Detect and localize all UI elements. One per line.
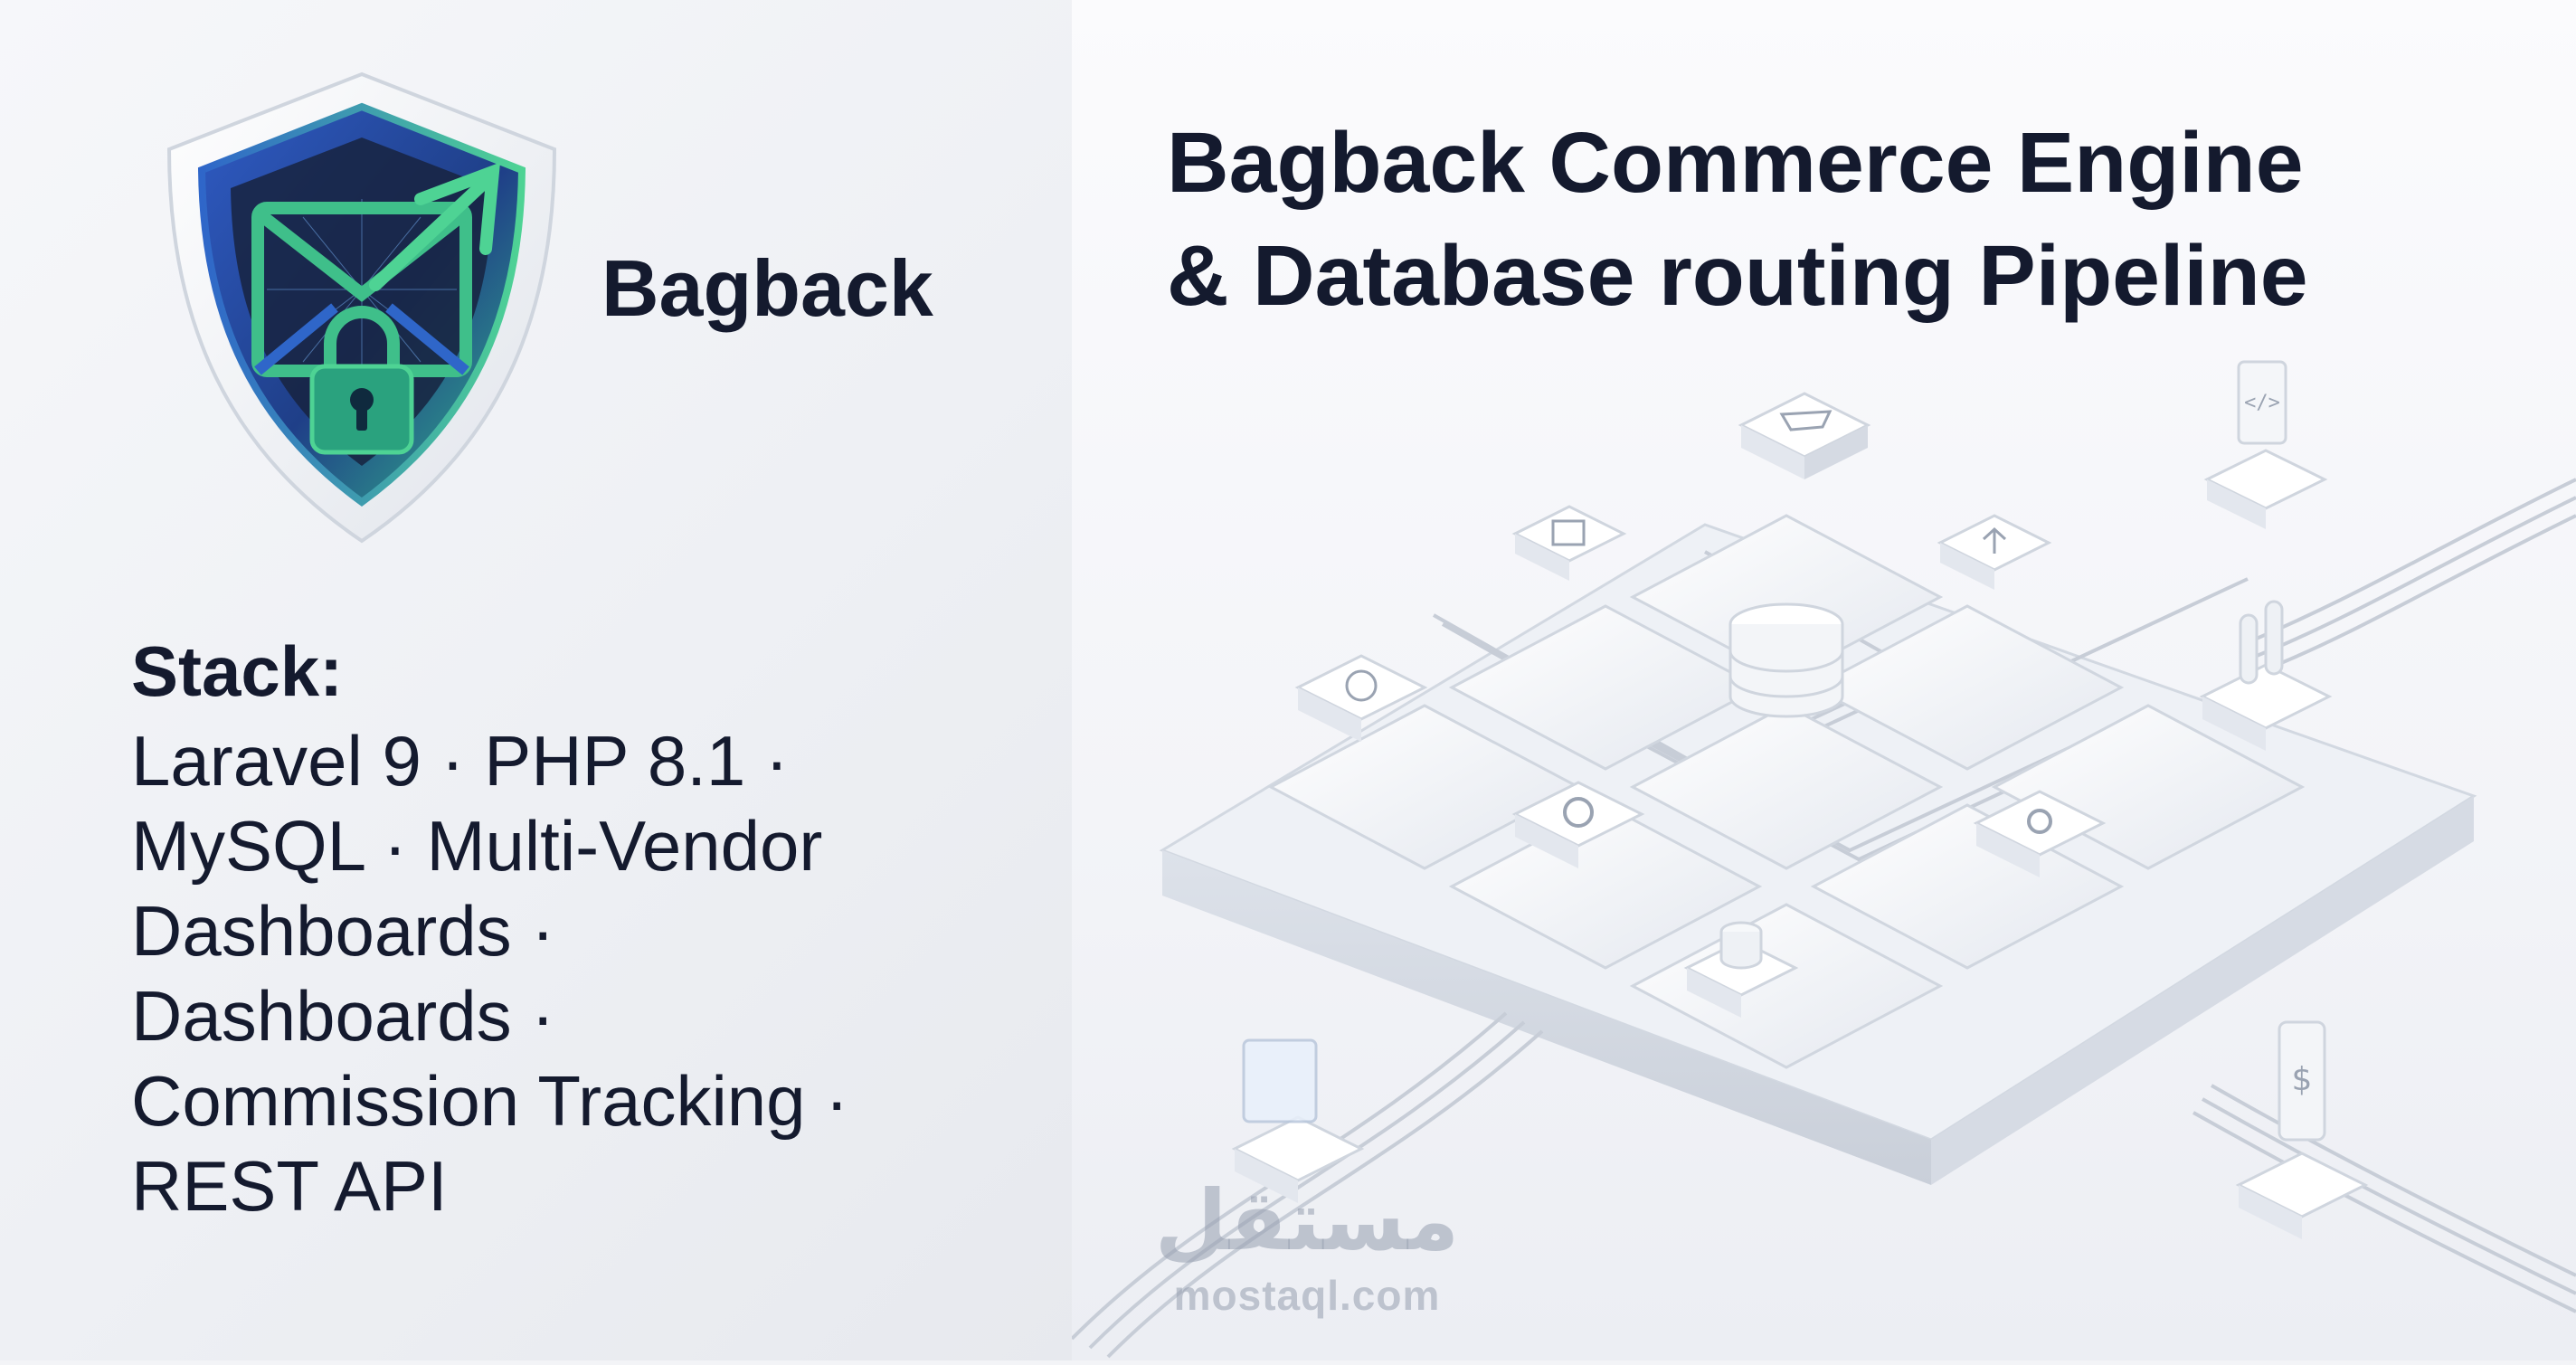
cylinder-icon	[2199, 600, 2333, 751]
stack-label: Stack:	[131, 631, 344, 711]
isometric-pipeline-illustration: </>	[1070, 344, 2576, 1360]
stack-line: Dashboards ·	[131, 976, 555, 1056]
upload-icon	[1937, 514, 2052, 590]
monitor-icon	[1231, 1038, 1365, 1203]
svg-text:</>: </>	[2244, 392, 2280, 414]
settings-ring-icon	[1511, 781, 1645, 868]
stack-line: MySQL · Multi-Vendor	[131, 806, 823, 886]
brand-logo	[149, 63, 574, 552]
document-icon	[1511, 505, 1627, 581]
stack-section: Stack: Laravel 9 · PHP 8.1 · MySQL · Mul…	[131, 624, 1036, 1228]
button-knob-icon	[1683, 921, 1799, 1018]
stack-line: REST API	[131, 1146, 448, 1226]
stack-line: Laravel 9 · PHP 8.1 ·	[131, 721, 789, 801]
cart-icon	[1738, 392, 1871, 479]
headline-line-2: & Database routing Pipeline	[1167, 228, 2308, 324]
pipeline-graphic: </>	[1070, 360, 2576, 1359]
stack-line: Dashboards ·	[131, 891, 555, 971]
headline: Bagback Commerce Engine & Database routi…	[1167, 107, 2524, 333]
dollar-icon: $	[2235, 1020, 2369, 1239]
watermark-mark: مستقل	[1154, 1172, 1460, 1269]
brand-name: Bagback	[601, 243, 933, 333]
module-tiles	[1267, 514, 2306, 1069]
headline-line-1: Bagback Commerce Engine	[1167, 115, 2304, 211]
database-icon	[1728, 602, 1844, 718]
svg-text:$: $	[2292, 1061, 2313, 1098]
shield-envelope-lock-icon	[166, 71, 557, 544]
watermark-url: mostaql.com	[1173, 1272, 1441, 1319]
watermark: مستقل mostaql.com	[1131, 1171, 1483, 1320]
gear-icon	[1973, 790, 2107, 877]
code-icon: </>	[2203, 360, 2328, 529]
stack-line: Commission Tracking ·	[131, 1061, 849, 1141]
refresh-icon	[1294, 654, 1428, 742]
